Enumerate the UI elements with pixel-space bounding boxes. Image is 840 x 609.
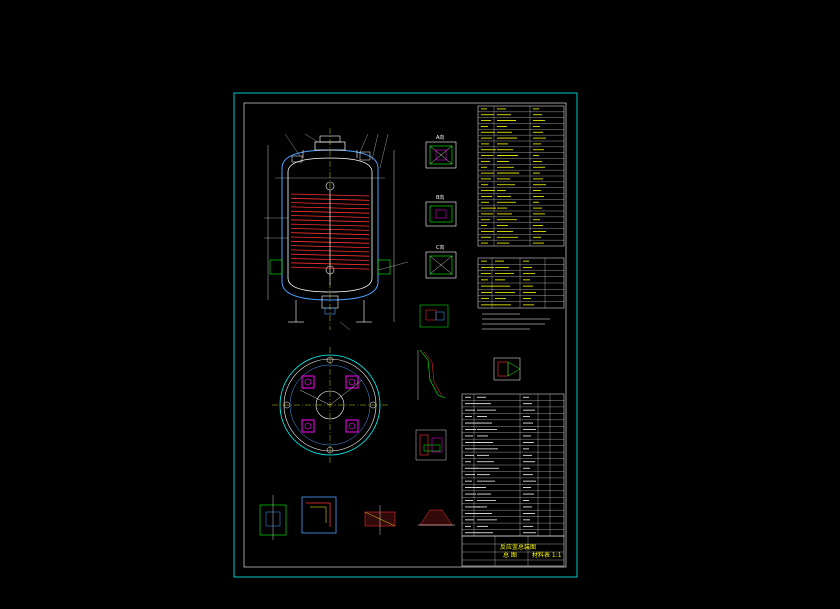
- title-block: 反应釜总装图 总 图 材料表 1:1: [461, 535, 565, 567]
- detail-bottom-4: [418, 509, 455, 526]
- vessel-elevation: [264, 128, 409, 331]
- technical-notes: [482, 313, 550, 330]
- label-view-c: C向: [436, 244, 445, 251]
- title-project: 反应釜总装图: [500, 543, 536, 551]
- inner-frame: [243, 102, 567, 568]
- title-drawing-no: 材料表 1:1: [532, 551, 562, 559]
- detail-small-1: [419, 304, 449, 328]
- detail-view-a: [425, 141, 457, 169]
- parts-list-table: [461, 393, 565, 537]
- title-sheet: 总 图: [503, 551, 517, 559]
- detail-weld-1: [417, 349, 446, 400]
- detail-view-c: [425, 251, 457, 279]
- detail-view-b: [425, 201, 457, 227]
- detail-bottom-1: [259, 495, 287, 540]
- nozzle-table: [477, 257, 565, 309]
- technical-spec-table: [477, 105, 565, 247]
- outer-frame: [233, 92, 578, 578]
- label-view-a: A向: [436, 134, 444, 141]
- detail-bottom-3: [364, 505, 396, 535]
- label-view-b: B向: [436, 194, 444, 201]
- detail-nozzle-1: [493, 357, 521, 381]
- detail-bottom-2: [301, 496, 337, 534]
- vessel-plan-view: [272, 347, 388, 463]
- detail-flange-1: [415, 429, 447, 461]
